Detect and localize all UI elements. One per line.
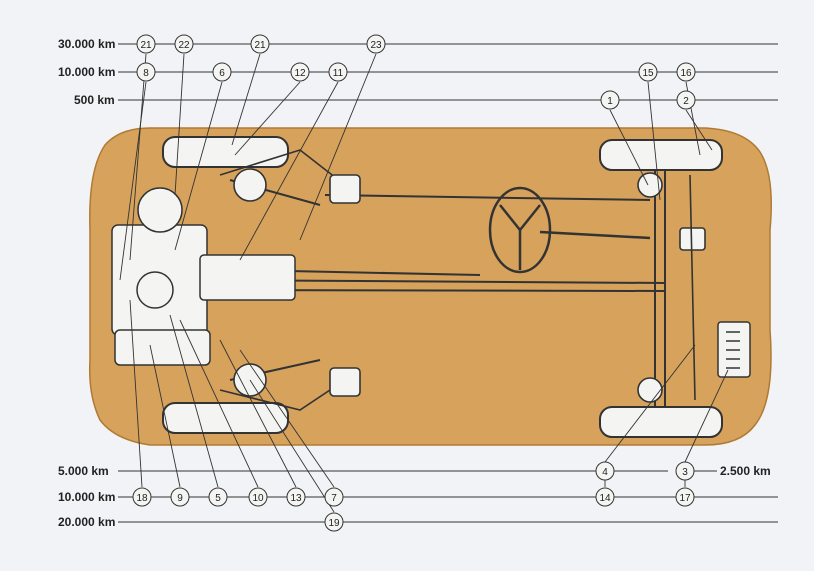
callout-13: 13: [286, 487, 306, 507]
svg-text:18: 18: [136, 493, 148, 504]
svg-text:4: 4: [602, 467, 608, 478]
callout-1: 1: [600, 90, 620, 110]
callout-15: 15: [638, 62, 658, 82]
callout-5: 5: [208, 487, 228, 507]
svg-text:1: 1: [607, 96, 613, 107]
callout-10: 10: [248, 487, 268, 507]
callout-3: 3: [675, 461, 695, 481]
svg-text:6: 6: [219, 68, 225, 79]
callout-18: 18: [132, 487, 152, 507]
callout-22: 22: [174, 34, 194, 54]
svg-text:15: 15: [642, 68, 654, 79]
svg-text:7: 7: [331, 493, 337, 504]
rear-left-tire: [162, 136, 289, 168]
svg-text:23: 23: [370, 40, 382, 51]
engine: [111, 187, 296, 366]
km-label-10000-bottom: 10.000 km: [58, 490, 116, 504]
callout-2: 2: [676, 90, 696, 110]
svg-text:19: 19: [328, 518, 340, 529]
callout-21b: 21: [250, 34, 270, 54]
km-label-10000-top: 10.000 km: [58, 65, 116, 79]
svg-text:5: 5: [215, 493, 221, 504]
callout-16: 16: [676, 62, 696, 82]
callout-8: 8: [136, 62, 156, 82]
callout-6: 6: [212, 62, 232, 82]
svg-text:14: 14: [599, 493, 611, 504]
rear-suspension: [219, 149, 361, 411]
svg-text:22: 22: [178, 40, 190, 51]
svg-text:3: 3: [682, 467, 688, 478]
svg-text:11: 11: [333, 68, 344, 79]
svg-text:21: 21: [254, 40, 266, 51]
callout-23: 23: [366, 34, 386, 54]
km-label-2500: 2.500 km: [720, 464, 771, 478]
callout-17: 17: [675, 487, 695, 507]
km-label-20000: 20.000 km: [58, 515, 116, 529]
steering-wheel: [488, 186, 651, 274]
callout-4: 4: [595, 461, 615, 481]
car-body: [88, 127, 772, 446]
km-label-30000: 30.000 km: [58, 37, 116, 51]
callout-12: 12: [290, 62, 310, 82]
km-label-500: 500 km: [74, 93, 115, 107]
svg-text:21: 21: [140, 40, 152, 51]
svg-text:16: 16: [680, 68, 692, 79]
callouts: 21 22 21 23 8 6: [132, 34, 696, 532]
callout-9: 9: [170, 487, 190, 507]
svg-text:8: 8: [143, 68, 149, 79]
km-row-lines: [118, 43, 778, 523]
svg-text:2: 2: [683, 96, 689, 107]
front-left-tire: [599, 139, 723, 171]
svg-text:12: 12: [294, 68, 306, 79]
km-label-5000: 5.000 km: [58, 464, 109, 478]
fuse-box: [717, 321, 751, 378]
callout-19: 19: [324, 512, 344, 532]
callout-7: 7: [324, 487, 344, 507]
callout-14: 14: [595, 487, 615, 507]
svg-text:9: 9: [177, 493, 183, 504]
callout-11: 11: [328, 62, 348, 82]
callout-21a: 21: [136, 34, 156, 54]
svg-text:13: 13: [290, 493, 302, 504]
svg-text:17: 17: [679, 493, 691, 504]
svg-text:10: 10: [252, 493, 264, 504]
